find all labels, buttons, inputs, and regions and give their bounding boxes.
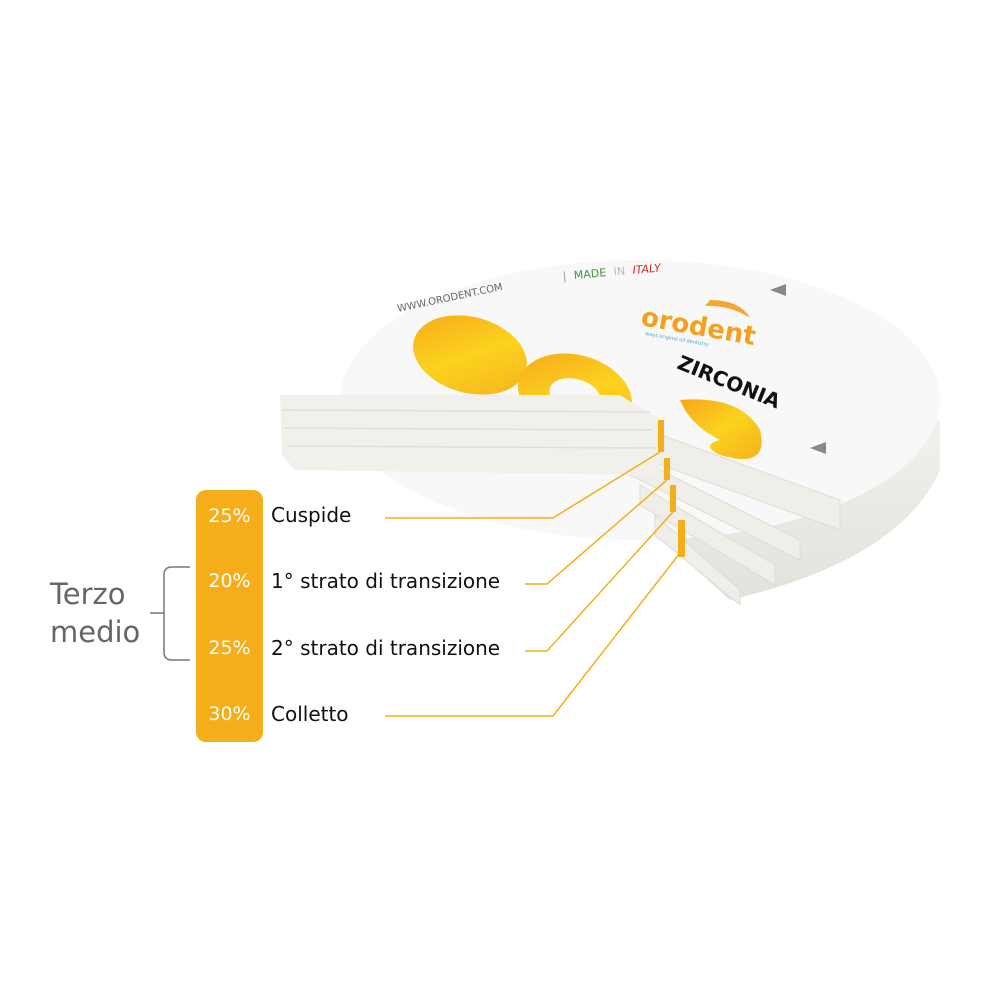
triangle-marker-icon	[770, 284, 786, 296]
triangle-marker-icon	[810, 442, 826, 454]
leader-line-strato-1	[525, 479, 668, 585]
layer-percent: 25%	[208, 637, 251, 659]
leader-line-cuspide	[385, 451, 661, 519]
layer-percent: 25%	[208, 505, 251, 527]
layer-name: 2° strato di transizione	[271, 636, 501, 660]
orodent-wing-icon	[705, 300, 750, 318]
layer-name: Colletto	[271, 702, 349, 726]
made-text: MADE	[573, 266, 606, 282]
cut-slab	[280, 395, 660, 475]
terzo-medio-bracket	[150, 566, 190, 661]
layer-name: Cuspide	[271, 503, 352, 527]
terzo-medio-label: Terzo medio	[50, 575, 140, 651]
in-text: IN	[613, 265, 626, 279]
layer-name: 1° strato di transizione	[271, 569, 501, 593]
layer-steps	[619, 419, 841, 607]
leader-line-strato-2	[525, 511, 674, 652]
svg-text:| MADE IN ITALY: | MADE IN ITALY	[562, 261, 662, 283]
terzo-label-line2: medio	[50, 615, 141, 649]
terzo-label-line1: Terzo	[50, 577, 126, 611]
percentage-bar	[196, 490, 263, 742]
layer-percent: 30%	[208, 703, 251, 725]
layer-markers	[658, 420, 685, 557]
italy-text: ITALY	[632, 261, 663, 277]
separator: |	[562, 270, 567, 283]
layer-percent: 20%	[208, 570, 251, 592]
leader-line-colletto	[385, 552, 681, 717]
